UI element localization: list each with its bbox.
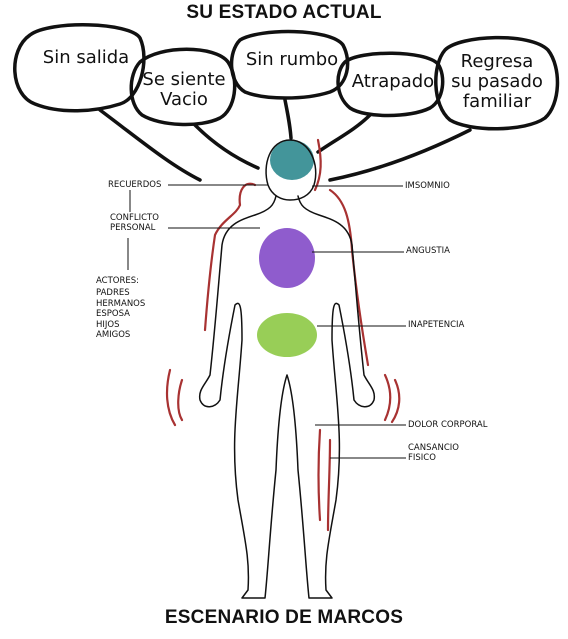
actor-item: PADRES <box>96 288 130 298</box>
label-actores-title: ACTORES: <box>96 276 140 286</box>
body-outline <box>198 139 376 599</box>
label-line: CONFLICTO <box>110 213 159 223</box>
bubble-line: Vacio <box>160 89 208 110</box>
footer-title: ESCENARIO DE MARCOS <box>164 607 404 628</box>
label-line: FISICO <box>408 453 436 463</box>
actor-item: ESPOSA <box>96 309 130 319</box>
bubble-label-sin-salida: Sin salida <box>42 47 130 68</box>
label-recuerdos: RECUERDOS <box>108 180 162 190</box>
label-angustia: ANGUSTIA <box>406 246 450 256</box>
bubble-line: familiar <box>462 91 532 112</box>
chest-tint <box>259 228 315 288</box>
bubble-label-se-siente: Se siente Vacio <box>138 70 230 110</box>
stomach-tint <box>257 313 317 357</box>
bubble-line: su pasado <box>451 71 543 92</box>
label-line: CANSANCIO <box>408 443 459 453</box>
aura-strokes <box>165 138 401 532</box>
bubble-regresa <box>434 35 560 131</box>
bubble-line: Regresa <box>460 51 534 72</box>
bubble-sin-salida <box>13 23 146 113</box>
label-cansancio: CANSANCIO FISICO <box>408 443 459 463</box>
bubble-label-atrapado: Atrapado <box>351 71 435 92</box>
bubble-se-siente <box>129 47 237 127</box>
actor-item: HERMANOS <box>96 298 146 309</box>
label-inapetencia: INAPETENCIA <box>408 320 465 330</box>
bubble-sin-rumbo <box>229 29 350 100</box>
bubble-tails <box>98 98 472 182</box>
head-tint <box>270 140 314 180</box>
bubble-line: Se siente <box>142 69 226 90</box>
label-line: PERSONAL <box>110 223 156 233</box>
label-imsomnio: IMSOMNIO <box>405 181 450 191</box>
actor-item: AMIGOS <box>96 330 131 340</box>
label-dolor-corporal: DOLOR CORPORAL <box>408 420 488 430</box>
actors-list: PADRES HERMANOS ESPOSA HIJOS AMIGOS <box>96 288 145 341</box>
page-title: SU ESTADO ACTUAL <box>186 2 382 23</box>
actor-item: HIJOS <box>96 319 120 330</box>
thought-bubbles <box>13 23 560 131</box>
bubble-label-sin-rumbo: Sin rumbo <box>245 49 339 70</box>
bubble-atrapado <box>336 51 445 118</box>
label-conflicto: CONFLICTO PERSONAL <box>110 213 159 233</box>
leader-lines <box>127 184 406 459</box>
bubble-label-regresa: Regresa su pasado familiar <box>442 52 552 112</box>
